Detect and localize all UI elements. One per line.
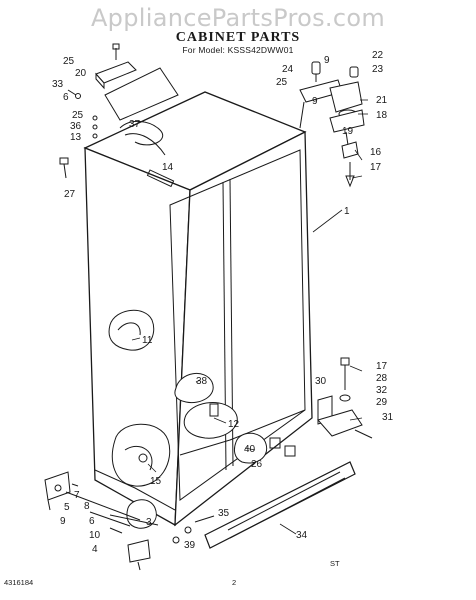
callout-16: 16: [370, 147, 382, 158]
callout-5: 5: [64, 502, 70, 513]
toe-grille: [204, 461, 356, 549]
relay-box: [95, 43, 137, 90]
left-fasteners: [59, 89, 98, 179]
diagram-title: CABINET PARTS: [175, 30, 301, 45]
callout-30: 30: [315, 376, 327, 387]
revision-mark: ST: [330, 559, 340, 568]
document-number: 4316184: [4, 578, 34, 587]
callout-17: 17: [370, 162, 382, 173]
callout-7: 7: [74, 490, 80, 501]
callout-31: 31: [382, 412, 394, 423]
upper-hinge-assembly: [299, 61, 365, 188]
callout-11: 11: [142, 335, 153, 346]
model-label: For Model: KSSS42DWW01: [182, 45, 294, 55]
callout-20: 20: [75, 68, 87, 79]
callout-labels: 25 20 33 6 25 36 13 37 14 27 9 22 24 23 …: [52, 50, 394, 555]
callout-1: 1: [344, 206, 350, 217]
wire-harness-11: [108, 309, 155, 351]
callout-13: 13: [70, 132, 82, 143]
callout-28: 28: [376, 373, 388, 384]
callout-34: 34: [296, 530, 308, 541]
callout-9: 9: [324, 55, 330, 66]
lower-hinge-assembly: [317, 357, 373, 439]
callout-10: 10: [89, 530, 101, 541]
callout-33: 33: [52, 79, 64, 90]
callout-6: 6: [89, 516, 95, 527]
wire-harness-40-26: [233, 432, 296, 464]
callout-36: 36: [70, 121, 82, 132]
callout-9: 9: [60, 516, 66, 527]
wire-harness-38: [174, 373, 214, 404]
top-wiring-bracket: [104, 67, 179, 188]
callout-27: 27: [64, 189, 76, 200]
callout-9: 9: [312, 96, 318, 107]
callout-32: 32: [376, 385, 388, 396]
callout-17: 17: [376, 361, 388, 372]
callout-25: 25: [72, 110, 84, 121]
watermark: AppliancePartsPros.com: [90, 4, 386, 32]
callout-12: 12: [228, 419, 240, 430]
callout-21: 21: [376, 95, 388, 106]
callout-22: 22: [372, 50, 384, 61]
page-number: 2: [232, 578, 237, 587]
callout-39: 39: [184, 540, 196, 551]
callout-6: 6: [63, 92, 69, 103]
callout-15: 15: [150, 476, 162, 487]
callout-26: 26: [251, 459, 263, 470]
callout-18: 18: [376, 110, 388, 121]
wire-harness-3: [126, 499, 157, 529]
callout-25: 25: [63, 56, 75, 67]
bottom-left-hardware: [44, 471, 215, 571]
callout-24: 24: [282, 64, 294, 75]
callout-23: 23: [372, 64, 384, 75]
callout-14: 14: [162, 162, 174, 173]
leader-lines: [131, 99, 368, 535]
wire-harness-15: [111, 423, 171, 487]
callout-38: 38: [196, 376, 208, 387]
callout-29: 29: [376, 397, 388, 408]
callout-4: 4: [92, 544, 98, 555]
callout-3: 3: [146, 517, 152, 528]
callout-19: 19: [342, 126, 354, 137]
callout-40: 40: [244, 444, 256, 455]
wire-harness-12: [183, 402, 238, 439]
callout-37: 37: [129, 119, 141, 130]
callout-25: 25: [276, 77, 288, 88]
callout-35: 35: [218, 508, 230, 519]
callout-8: 8: [84, 501, 90, 512]
